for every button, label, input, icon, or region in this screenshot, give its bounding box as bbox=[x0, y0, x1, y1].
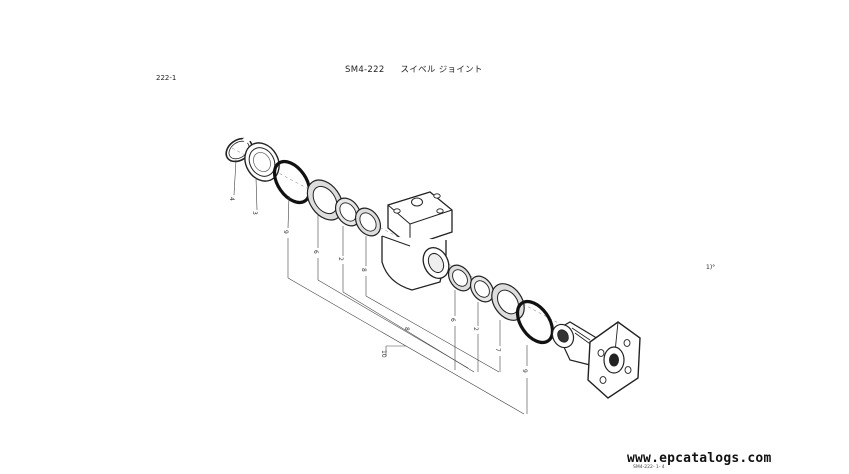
seal-ring-part-6-left bbox=[306, 179, 344, 221]
o-ring-part-9-right bbox=[515, 299, 555, 345]
title-code: SM4-222 bbox=[345, 65, 385, 75]
washer-part-3 bbox=[244, 142, 280, 182]
callout-9-right: 9 bbox=[521, 369, 528, 373]
title-text: スイベル ジョイント bbox=[400, 65, 483, 75]
margin-note: 1)° bbox=[706, 264, 716, 271]
o-ring-part-9-left bbox=[272, 159, 312, 205]
seal-ring-part-6-right bbox=[447, 264, 473, 292]
leader-lines bbox=[233, 159, 528, 415]
seal-ring-part-8-left bbox=[354, 207, 382, 237]
callout-8-center: 8 bbox=[403, 327, 410, 331]
footer-code: SM4-222- 1- 4 bbox=[633, 465, 665, 470]
snap-ring-part-4 bbox=[225, 135, 253, 163]
backup-ring-part-2-right bbox=[469, 275, 495, 303]
callout-labels: 4 3 9 6 2 8 10 6 2 8 7 9 bbox=[228, 197, 528, 373]
callout-6-left: 6 bbox=[312, 250, 319, 254]
diagram-title: SM4-222 スイベル ジョイント bbox=[345, 63, 499, 75]
callout-2-left: 2 bbox=[337, 257, 344, 261]
callout-7: 7 bbox=[494, 348, 501, 352]
callout-6-right: 6 bbox=[449, 318, 456, 322]
swivel-body bbox=[381, 191, 453, 291]
swivel-shaft-part-7 bbox=[551, 321, 641, 399]
callout-3: 3 bbox=[251, 211, 258, 215]
page-reference: 222-1 bbox=[156, 74, 177, 82]
callout-10: 10 bbox=[380, 350, 387, 358]
callout-8-left: 8 bbox=[360, 268, 367, 272]
callout-4: 4 bbox=[228, 197, 235, 201]
callout-9-left: 9 bbox=[282, 230, 289, 234]
watermark-text: www.epcatalogs.com bbox=[627, 451, 772, 466]
callout-2-right: 2 bbox=[472, 327, 479, 331]
